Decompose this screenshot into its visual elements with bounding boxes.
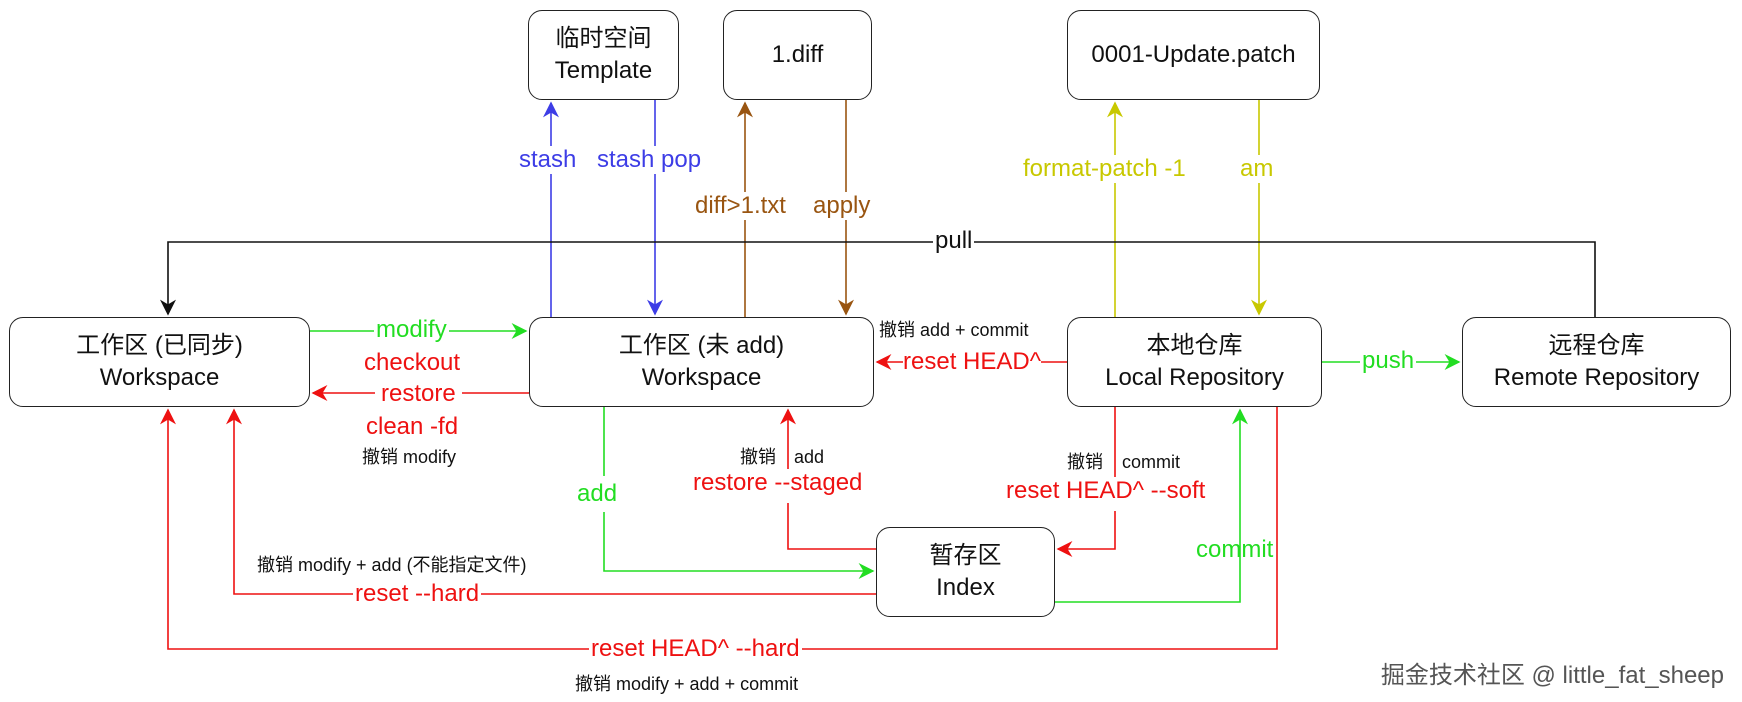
push-label: push [1360,347,1417,375]
undo-commit-note-a: 撤销 [1067,452,1103,473]
restore-staged-arrow [780,408,876,550]
workspace-synced-title: 工作区 (已同步) [76,332,243,359]
stash-space-node: 临时空间 Template [528,10,679,100]
workspace-synced-subtitle: Workspace [99,364,220,391]
modify-label: modify [374,316,449,344]
local-repo-subtitle: Local Repository [1105,364,1284,391]
local-repo-node: 本地仓库 Local Repository [1067,317,1322,407]
reset-soft-label: reset HEAD^ --soft [1006,477,1206,511]
patch-file-node: 0001-Update.patch [1067,10,1320,100]
local-repo-title: 本地仓库 [1146,332,1243,359]
patch-file-title: 0001-Update.patch [1091,41,1296,68]
remote-repo-title: 远程仓库 [1548,332,1645,359]
stash-label: stash [519,146,577,174]
reset-hard-label: reset --hard [353,580,482,608]
workspace-synced-node: 工作区 (已同步) Workspace [9,317,310,407]
reset-hard-arrow [226,408,876,595]
reset-soft-arrow [1056,407,1116,557]
stash-space-subtitle: Template [554,57,653,84]
undo-all-note: 撤销 modify + add + commit [575,674,799,695]
diff-file-node: 1.diff [723,10,872,100]
diff-label: diff>1.txt [695,192,786,220]
index-subtitle: Index [936,574,995,601]
undo-add-note-b: add [794,447,825,468]
workspace-unadded-title: 工作区 (未 add) [618,332,785,359]
restore-staged-label: restore --staged [693,469,863,503]
index-title: 暂存区 [929,542,1002,569]
clean-label: clean -fd [366,413,459,441]
stash-pop-label: stash pop [597,146,702,174]
format-patch-label: format-patch -1 [1023,155,1186,183]
undo-modify-add-note: 撤销 modify + add (不能指定文件) [257,555,527,576]
add-arrow [603,407,875,579]
undo-commit-note-b: commit [1122,452,1180,473]
workspace-unadded-node: 工作区 (未 add) Workspace [529,317,874,407]
pull-label: pull [933,227,975,255]
remote-repo-subtitle: Remote Repository [1493,364,1700,391]
pull-arrow [160,241,1596,317]
watermark: 掘金技术社区 @ little_fat_sheep [1380,662,1724,689]
undo-add-commit-note: 撤销 add + commit [879,320,1029,341]
undo-modify-note: 撤销 modify [362,447,457,468]
workspace-unadded-subtitle: Workspace [641,364,762,391]
undo-add-note-a: 撤销 [740,447,776,468]
commit-label: commit [1196,536,1274,563]
reset-head-hard-label: reset HEAD^ --hard [589,635,802,663]
stash-space-title: 临时空间 [555,25,652,52]
reset-head-label: reset HEAD^ [903,348,1041,376]
diff-file-title: 1.diff [771,41,824,68]
reset-head-hard-arrow [160,407,1278,650]
apply-label: apply [813,192,871,220]
am-label: am [1240,155,1274,183]
remote-repo-node: 远程仓库 Remote Repository [1462,317,1731,407]
add-label: add [577,476,618,512]
restore-label: restore [375,380,462,408]
index-node: 暂存区 Index [876,527,1055,617]
checkout-label: checkout [364,349,461,377]
commit-arrow [1055,408,1248,603]
